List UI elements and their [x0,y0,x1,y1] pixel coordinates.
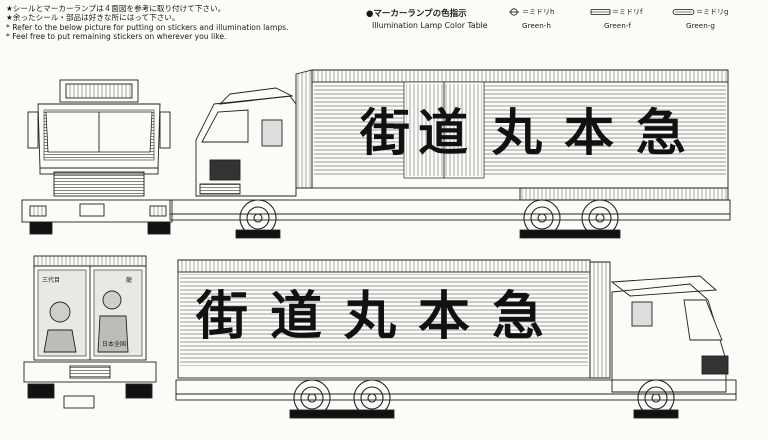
right-side-view [169,69,731,239]
kanji-char: 本 [418,286,470,347]
front-mirror-right [159,111,171,149]
kanji-char: 道 [270,286,322,347]
front-bumper [21,199,173,223]
wheel-rear2-left [353,379,391,417]
lamp-h-icon [509,8,519,16]
kanji-char: 急 [636,103,686,162]
cab-windshield-right [201,109,249,143]
rear-sticker-text: 三代目 龍 日本全国 [42,276,132,348]
legend-item-green-f: ＝ミドリf Green-f [590,7,642,30]
wheel-rear1-left [293,379,331,417]
legend-item-jp: ＝ミドリf [612,8,643,16]
sticker-text-2: 龍 [126,276,132,284]
legend-item-en: Green-f [604,21,631,30]
note-en-2: * Feel free to put remaining stickers on… [6,32,227,42]
legend-title: ●マーカーランプの色指示 [366,9,467,19]
lamp-f-icon [590,9,611,15]
kanji-char: 街 [359,103,410,162]
front-view [21,79,173,235]
cab-door-window-left [631,301,653,327]
kanji-char: 街 [195,286,248,347]
kanji-char: 丸 [491,103,542,162]
legend-item-green-g: ＝ミドリg Green-g [672,7,728,30]
cab-door-window [261,119,283,147]
note-jp-1: ★シールとマーカーランプは４面図を参考に取り付けて下さい。 [6,4,226,13]
lamp-g-icon [672,9,695,15]
kanji-left: 街 道 丸 本 急 [195,286,544,347]
cab-windshield-left [683,299,723,341]
front-mirror-left [27,111,39,149]
kanji-char: 急 [492,286,544,347]
legend-item-green-h: ＝ミドリh Green-h [508,7,554,30]
front-grille [53,171,145,197]
lamp-color-legend: ●マーカーランプの色指示 Illumination Lamp Color Tab… [366,7,766,37]
sticker-text-1: 三代目 [42,276,60,284]
cab-headlight [209,159,241,181]
front-plate [79,203,105,217]
instruction-notes: ★シールとマーカーランプは４面図を参考に取り付けて下さい。 ★余ったシール・部品… [6,4,289,42]
rear-bumper [23,361,157,383]
chassis-frame [169,199,731,215]
legend-item-jp: ＝ミドリg [696,8,729,16]
kanji-char: 道 [418,103,468,162]
note-jp-2: ★余ったシール・部品は好きな所にはって下さい。 [6,13,180,23]
cab-visor-left [610,275,718,297]
legend-item-en: Green-g [686,21,715,30]
left-side-view [175,259,737,419]
cab-deflector [295,69,313,189]
front-roof-box [59,79,139,103]
sticker-text-3: 日本全国 [102,340,126,348]
cab-visor [218,87,294,105]
kanji-char: 本 [564,103,614,162]
kanji-char: 丸 [343,286,396,347]
legend-item-en: Green-h [522,21,551,30]
rear-view [23,255,157,409]
kanji-right: 街 道 丸 本 急 [359,103,686,162]
legend-item-jp: ＝ミドリh [522,8,555,16]
legend-subtitle: Illumination Lamp Color Table [372,21,488,30]
note-en-1: * Refer to the below picture for putting… [6,22,289,32]
cab-deflector-left [589,261,611,379]
